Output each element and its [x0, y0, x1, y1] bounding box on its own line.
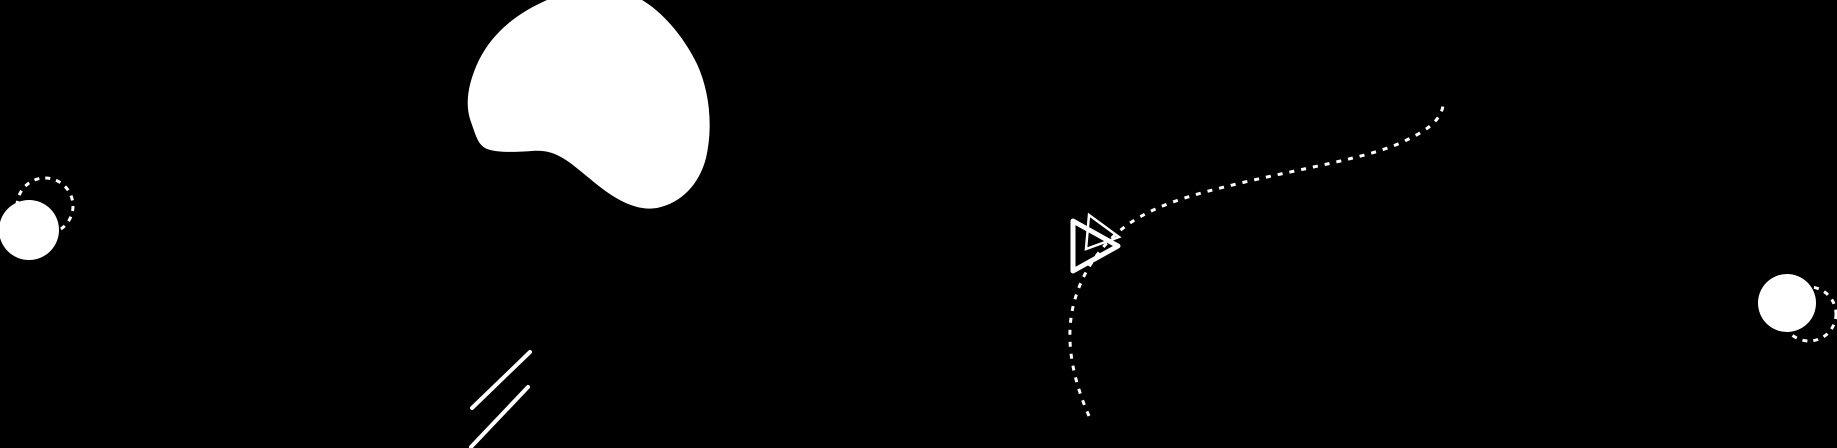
play-triangle-outline-thin: [1084, 212, 1122, 251]
solid-circle-left: [0, 200, 59, 260]
dashed-s-curve: [1068, 105, 1445, 417]
blob-shape: [467, 0, 710, 209]
slash-line-upper: [470, 350, 532, 410]
play-triangle-outline-thick: [1070, 218, 1121, 274]
dashed-circle-outline-left: [15, 176, 75, 236]
dashed-circle-outline-right: [1780, 285, 1837, 343]
play-triangles-icon: [1070, 212, 1122, 274]
double-slash-lines: [469, 350, 532, 448]
slash-line-lower: [469, 385, 530, 448]
solid-circle-right: [1758, 274, 1816, 332]
